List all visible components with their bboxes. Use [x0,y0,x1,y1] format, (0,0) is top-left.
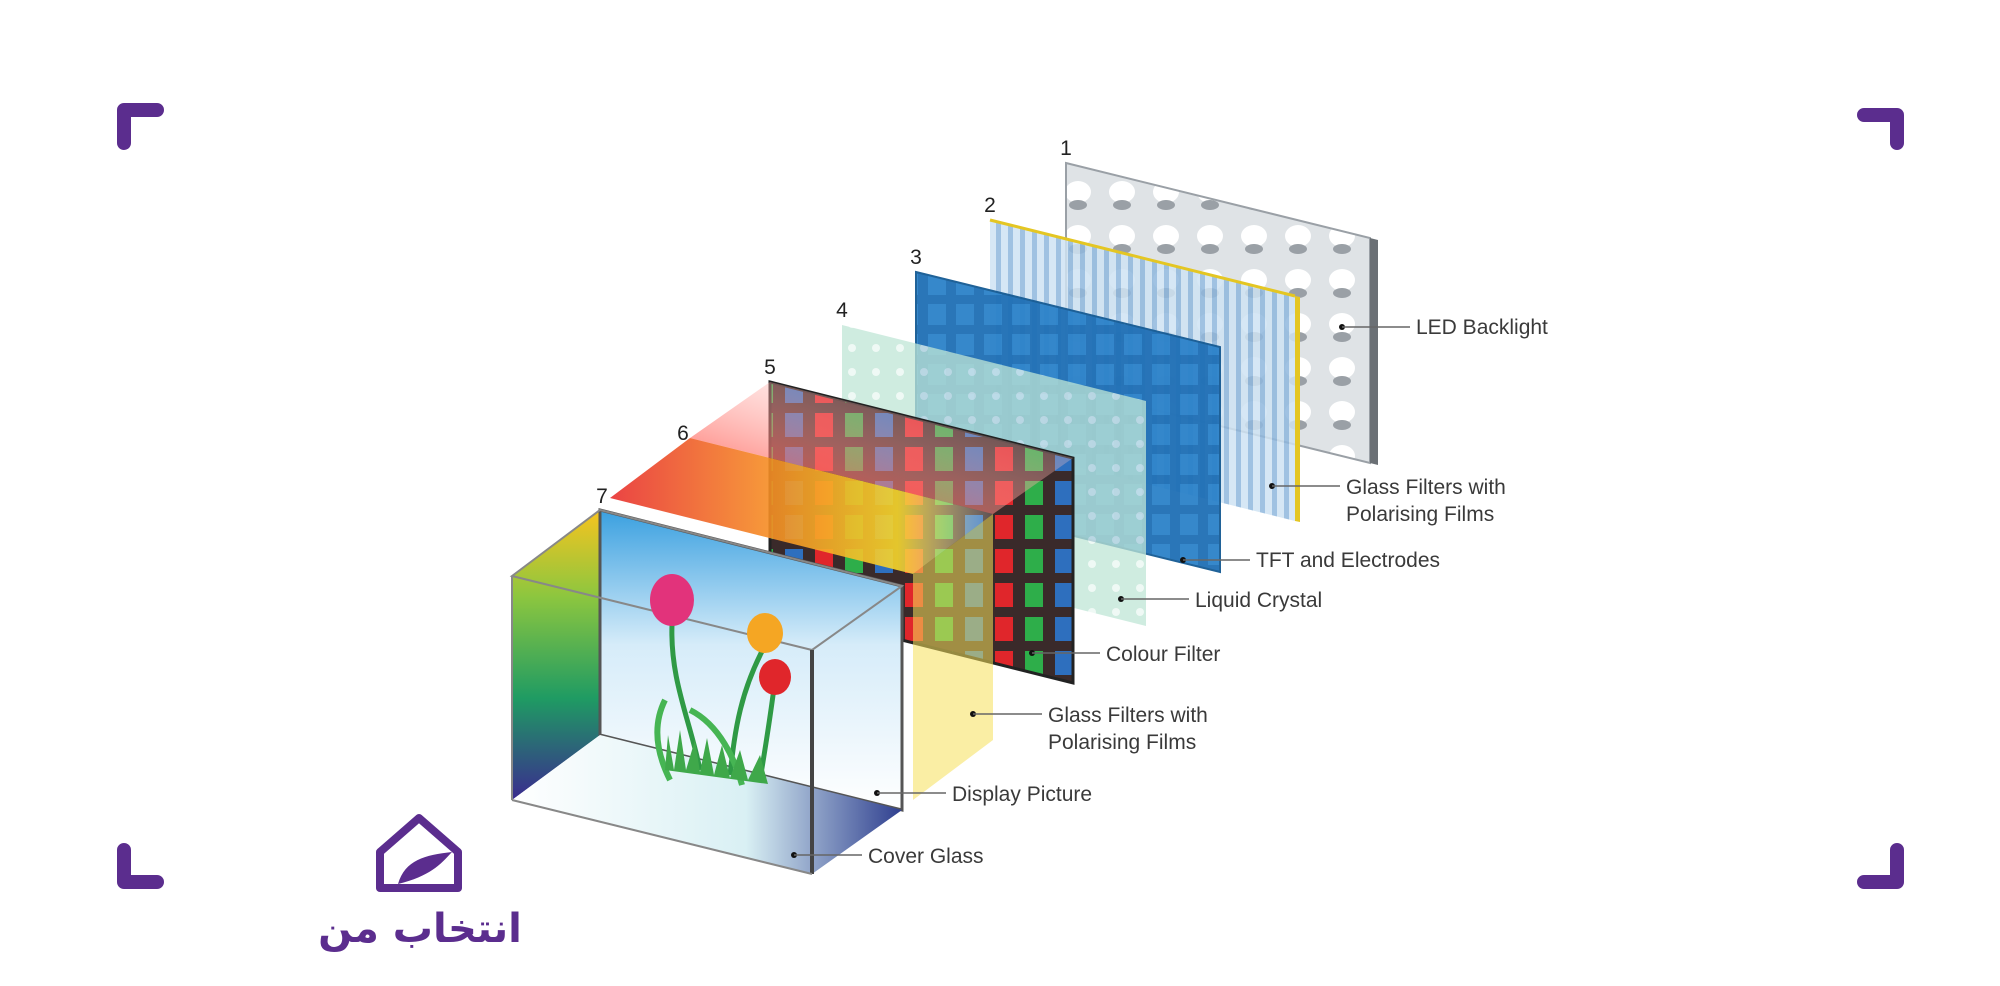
layer-number-5: 5 [764,356,776,379]
callout-cover-glass: Cover Glass [791,845,984,868]
layer-number-6: 6 [677,422,689,445]
layer-7-display-box [509,508,905,875]
house-icon [376,814,462,892]
layer-number-1: 1 [1060,137,1072,160]
callout-liquid-crystal: Liquid Crystal [1118,589,1322,612]
label-glass-filters-front-line2: Polarising Films [1048,731,1196,754]
tulip-picture [650,574,791,786]
callout-colour-filter: Colour Filter [1029,643,1220,666]
callout-led-backlight: LED Backlight [1339,316,1548,339]
label-colour-filter: Colour Filter [1106,643,1220,666]
layer-number-2: 2 [984,194,996,217]
page-curl-icon [398,852,452,884]
corner-top-left [117,103,164,150]
label-glass-filters-back-line2: Polarising Films [1346,503,1494,526]
layer-number-3: 3 [910,246,922,269]
label-liquid-crystal: Liquid Crystal [1195,589,1322,612]
layer-numbers: 1 2 3 4 5 6 7 [596,137,1072,508]
label-tft: TFT and Electrodes [1256,549,1440,572]
logo-text: انتخاب من [318,906,522,952]
layer-number-7: 7 [596,485,608,508]
layer-number-4: 4 [836,299,848,322]
callout-tft: TFT and Electrodes [1180,549,1440,572]
label-led-backlight: LED Backlight [1416,316,1548,339]
label-display-picture: Display Picture [952,783,1092,806]
brand-logo: انتخاب من [318,814,522,952]
corner-bottom-right [1857,843,1904,889]
corner-top-right [1857,108,1904,150]
corner-bottom-left [117,843,164,889]
label-glass-filters-front-line1: Glass Filters with [1048,704,1208,727]
label-glass-filters-back-line1: Glass Filters with [1346,476,1506,499]
callout-glass-filters-back: Glass Filters with Polarising Films [1269,476,1506,526]
callout-glass-filters-front: Glass Filters with Polarising Films [970,704,1208,754]
label-cover-glass: Cover Glass [868,845,984,868]
callout-display-picture: Display Picture [874,783,1092,806]
corner-brackets [117,103,1904,889]
layer-6-glass-filter-front [610,382,1073,800]
callouts: LED Backlight Glass Filters with Polaris… [791,316,1548,868]
